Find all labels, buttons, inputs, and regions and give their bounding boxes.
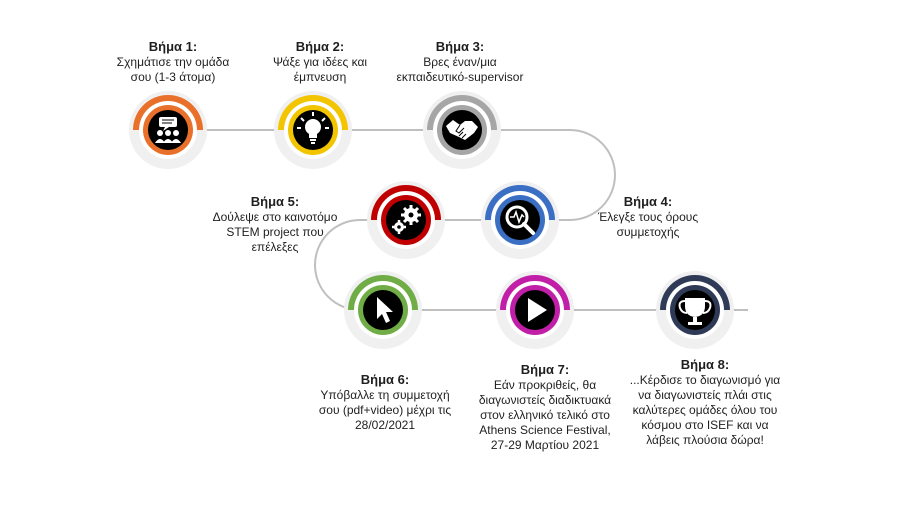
step-title: Βήμα 5:	[250, 194, 300, 209]
trophy-icon	[678, 298, 712, 325]
team-chat-icon	[155, 117, 181, 143]
gears-icon	[392, 205, 421, 234]
step-title: Βήμα 6:	[360, 372, 410, 387]
step-node-7	[496, 271, 574, 349]
step-node-1	[129, 91, 207, 169]
step-description: Έλεγξε τους όρους συμμετοχής	[597, 210, 699, 239]
step-description: Σχημάτισε την ομάδα σου (1-3 άτομα)	[116, 55, 230, 84]
magnifier-chart-icon	[505, 205, 535, 235]
step-node-2	[274, 91, 352, 169]
step-description: Δούλεψε στο καινοτόμο STEM project που ε…	[212, 210, 338, 254]
step-title: Βήμα 1:	[148, 39, 198, 54]
step-title: Βήμα 3:	[435, 39, 485, 54]
step-label-5: Βήμα 5: Δούλεψε στο καινοτόμο STEM proje…	[190, 193, 360, 255]
step-description: Βρες έναν/μια εκπαιδευτικό-supervisor	[396, 55, 524, 84]
handshake-icon	[446, 120, 478, 140]
lightbulb-icon	[297, 112, 329, 144]
step-node-4	[481, 181, 559, 259]
connector-path	[168, 129, 748, 311]
cursor-icon	[377, 297, 393, 323]
play-icon	[528, 298, 547, 322]
step-node-3	[423, 91, 501, 169]
step-description: Ψάξε για ιδέες και έμπνευση	[272, 55, 368, 84]
step-label-7: Βήμα 7: Εάν προκριθείς, θα διαγωνιστείς …	[460, 361, 630, 453]
step-title: Βήμα 2:	[295, 39, 345, 54]
step-description: ...Κέρδισε το διαγωνισμό για να διαγωνισ…	[629, 373, 781, 447]
step-node-8	[656, 271, 734, 349]
step-label-8: Βήμα 8: ...Κέρδισε το διαγωνισμό για να …	[615, 356, 795, 448]
step-title: Βήμα 4:	[623, 194, 673, 209]
step-title: Βήμα 8:	[680, 357, 730, 372]
step-title: Βήμα 7:	[520, 362, 570, 377]
step-label-4: Βήμα 4: Έλεγξε τους όρους συμμετοχής	[568, 193, 728, 240]
step-node-5	[367, 181, 445, 259]
step-label-3: Βήμα 3: Βρες έναν/μια εκπαιδευτικό-super…	[370, 38, 550, 85]
step-description: Υπόβαλλε τη συμμετοχή σου (pdf+video) μέ…	[318, 388, 452, 432]
step-description: Εάν προκριθείς, θα διαγωνιστείς διαδικτυ…	[478, 378, 612, 452]
step-node-6	[344, 271, 422, 349]
step-label-6: Βήμα 6: Υπόβαλλε τη συμμετοχή σου (pdf+v…	[300, 371, 470, 433]
step-label-1: Βήμα 1: Σχημάτισε την ομάδα σου (1-3 άτο…	[93, 38, 253, 85]
step-label-2: Βήμα 2: Ψάξε για ιδέες και έμπνευση	[240, 38, 400, 85]
